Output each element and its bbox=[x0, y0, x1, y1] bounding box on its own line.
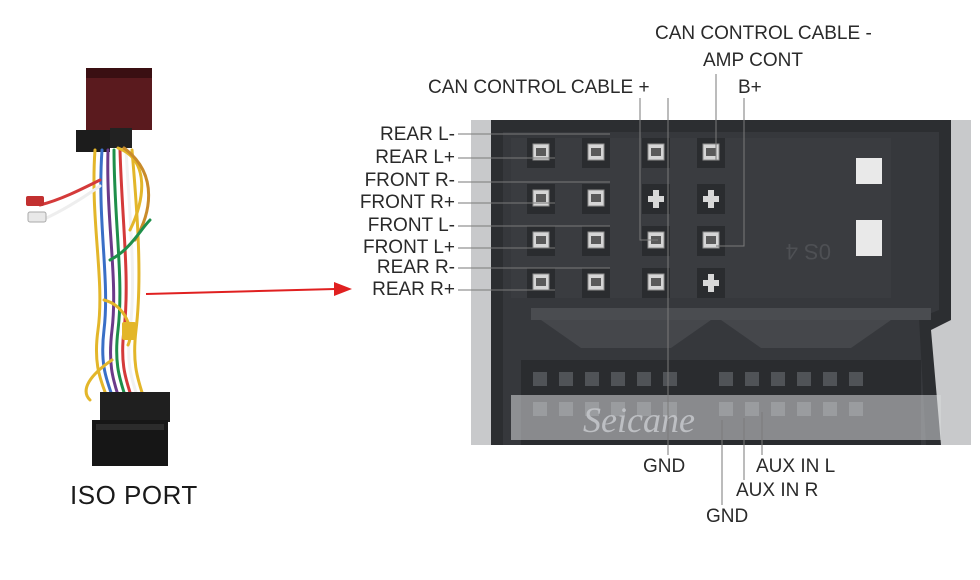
small-pin bbox=[719, 372, 733, 386]
label-rear-r-minus: REAR R- bbox=[376, 257, 455, 278]
small-pin bbox=[637, 372, 651, 386]
harness-plug-top bbox=[76, 130, 110, 152]
connector-pin bbox=[642, 184, 670, 214]
label-aux-in-r: AUX IN R bbox=[736, 480, 819, 501]
connector-pin bbox=[527, 184, 555, 214]
connector-pin bbox=[527, 138, 555, 168]
label-front-l-plus: FRONT L+ bbox=[362, 237, 455, 258]
label-gnd-2: GND bbox=[706, 506, 749, 527]
connector-pin bbox=[582, 268, 610, 298]
connector-pin bbox=[582, 184, 610, 214]
housing-latch-top bbox=[856, 158, 882, 184]
connector-pin bbox=[527, 268, 555, 298]
label-can-control-cable-plus: CAN CONTROL CABLE + bbox=[428, 77, 650, 98]
can-box bbox=[86, 68, 152, 130]
rca-plug-white bbox=[27, 211, 47, 223]
label-front-r-minus: FRONT R- bbox=[364, 170, 455, 191]
connector-pin bbox=[697, 184, 725, 214]
connector-pin bbox=[642, 138, 670, 168]
connector-pin bbox=[582, 226, 610, 256]
small-pin bbox=[559, 372, 573, 386]
small-pin bbox=[745, 372, 759, 386]
connector-pin bbox=[697, 268, 725, 298]
label-rear-r-plus: REAR R+ bbox=[372, 279, 455, 300]
label-gnd-1: GND bbox=[643, 456, 686, 477]
connector-pin bbox=[697, 138, 725, 168]
small-pin bbox=[533, 372, 547, 386]
label-can-control-cable-minus: CAN CONTROL CABLE - bbox=[655, 23, 872, 44]
iso-port-caption: ISO PORT bbox=[70, 480, 198, 510]
small-pin bbox=[611, 372, 625, 386]
speaker-pin-grid bbox=[527, 138, 725, 298]
connector-pin bbox=[697, 226, 725, 256]
label-amp-cont: AMP CONT bbox=[703, 50, 803, 71]
label-aux-in-l: AUX IN L bbox=[756, 456, 836, 477]
connector-pin bbox=[527, 226, 555, 256]
label-front-l-minus: FRONT L- bbox=[367, 215, 455, 236]
small-pin bbox=[663, 372, 677, 386]
rca-plug-red bbox=[26, 196, 44, 206]
small-pin bbox=[771, 372, 785, 386]
small-pin bbox=[797, 372, 811, 386]
label-rear-l-minus: REAR L- bbox=[380, 124, 455, 145]
seicane-watermark: Seicane bbox=[583, 400, 695, 440]
harness-plug-mid bbox=[100, 392, 170, 422]
small-pin bbox=[585, 372, 599, 386]
label-rear-l-plus: REAR L+ bbox=[375, 147, 455, 168]
small-pin bbox=[849, 372, 863, 386]
rca-plug-yellow bbox=[122, 322, 136, 340]
iso-wiring-harness-image bbox=[26, 68, 170, 466]
housing-engraving: 0S 4 bbox=[786, 239, 831, 264]
label-b-plus: B+ bbox=[738, 77, 762, 98]
small-pin bbox=[823, 372, 837, 386]
connector-pin bbox=[642, 226, 670, 256]
housing-latch-bottom bbox=[856, 220, 882, 256]
connector-pin bbox=[582, 138, 610, 168]
iso-connector-image: 0S 4 Seicane bbox=[471, 120, 971, 445]
connector-pin bbox=[642, 268, 670, 298]
label-front-r-plus: FRONT R+ bbox=[359, 192, 455, 213]
